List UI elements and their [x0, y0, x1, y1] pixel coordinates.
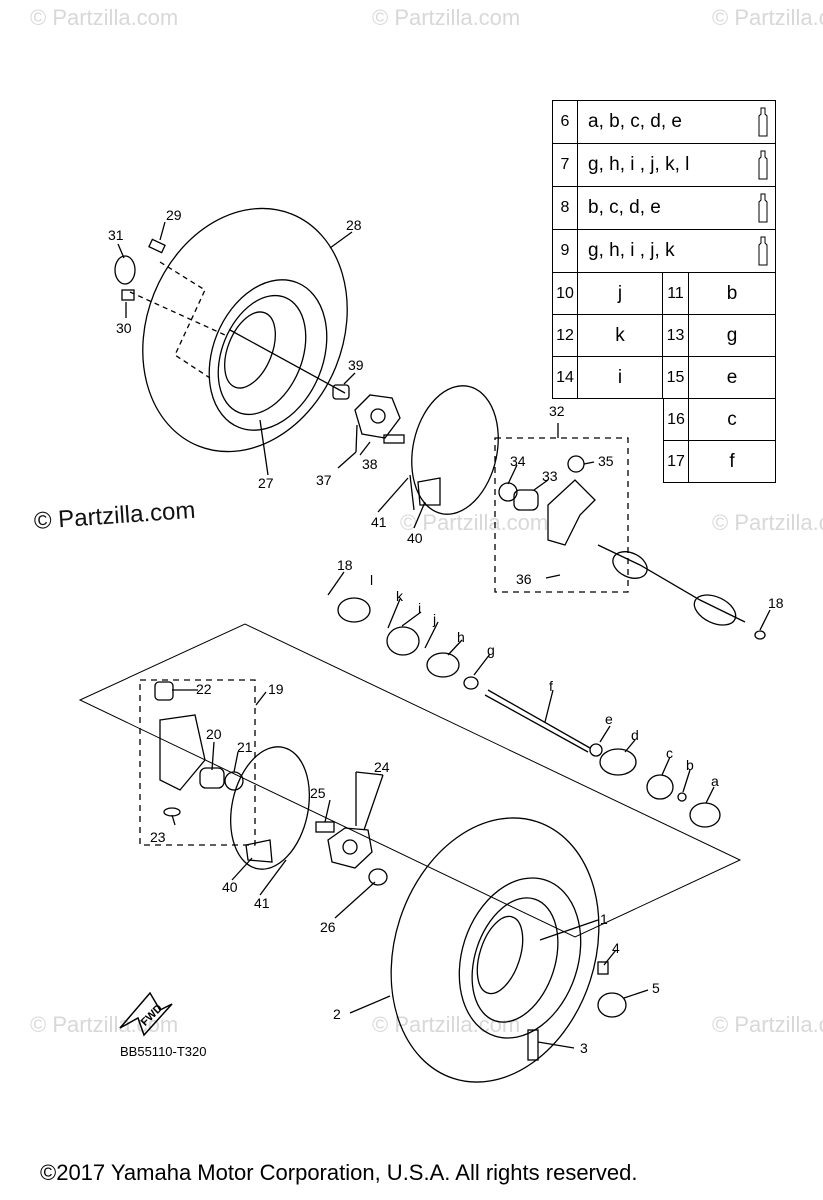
callout-b: b [686, 757, 694, 773]
callout-j: j [432, 611, 436, 627]
callout-40: 40 [222, 879, 238, 895]
callout-33: 33 [542, 468, 558, 484]
part-number: 15 [663, 356, 689, 399]
callout-25: 25 [310, 785, 326, 801]
callout-40: 40 [407, 530, 423, 546]
callout-26: 26 [320, 919, 336, 935]
kit-contents: g, h, i , j, k [578, 229, 776, 273]
kit-contents: a, b, c, d, e [578, 100, 776, 144]
callout-18: 18 [337, 557, 353, 573]
part-letter: k [578, 314, 663, 357]
grease-tube-icon [758, 107, 768, 266]
callout-23: 23 [150, 829, 166, 845]
kit-contents: b, c, d, e [578, 186, 776, 230]
callout-f: f [549, 678, 553, 694]
watermark: © Partzilla.com [30, 5, 179, 30]
watermark: © Partzilla.com [400, 510, 549, 535]
part-letter: g [689, 314, 776, 357]
part-number: 14 [552, 356, 578, 399]
callout-2: 2 [333, 1006, 341, 1022]
callout-32: 32 [549, 403, 565, 419]
callout-d: d [631, 727, 639, 743]
callout-3: 3 [580, 1040, 588, 1056]
part-letter: c [689, 398, 776, 441]
part-letter: i [578, 356, 663, 399]
callout-22: 22 [196, 681, 212, 697]
callout-29: 29 [166, 207, 182, 223]
kit-number: 9 [552, 229, 578, 273]
upper-tire [142, 207, 348, 453]
callout-27: 27 [258, 475, 274, 491]
watermark: © Partzilla.com [712, 1012, 823, 1037]
figure-code: BB55110-T320 [120, 1044, 207, 1059]
callout-38: 38 [362, 456, 378, 472]
callout-35: 35 [598, 453, 614, 469]
callout-30: 30 [116, 320, 132, 336]
callout-e: e [605, 711, 613, 727]
upper-brake-disc [411, 385, 499, 515]
watermark: © Partzilla.com [372, 5, 521, 30]
watermark: © Partzilla.com [712, 5, 823, 30]
part-number: 13 [663, 314, 689, 357]
callout-g: g [487, 642, 495, 658]
part-letter: f [689, 440, 776, 483]
callout-h: h [457, 629, 465, 645]
callout-41: 41 [254, 895, 270, 911]
part-letter: b [689, 272, 776, 315]
callout-i: i [418, 600, 421, 616]
callout-34: 34 [510, 453, 526, 469]
callout-18: 18 [768, 595, 784, 611]
callout-28: 28 [346, 217, 362, 233]
part-number: 10 [552, 272, 578, 315]
callout-24: 24 [374, 759, 390, 775]
copyright-notice: ©2017 Yamaha Motor Corporation, U.S.A. A… [40, 1160, 638, 1185]
kit-number: 6 [552, 100, 578, 144]
watermark: © Partzilla.com [712, 510, 823, 535]
part-letter: j [578, 272, 663, 315]
kit-number: 8 [552, 186, 578, 230]
callout-a: a [711, 773, 719, 789]
callout-39: 39 [348, 357, 364, 373]
callout-5: 5 [652, 980, 660, 996]
part-number: 17 [663, 440, 689, 483]
callout-1: 1 [600, 911, 608, 927]
callout-37: 37 [316, 472, 332, 488]
callout-4: 4 [612, 940, 620, 956]
kit-number: 7 [552, 143, 578, 187]
callout-20: 20 [206, 726, 222, 742]
part-number: 16 [663, 398, 689, 441]
callout-l: l [370, 572, 373, 588]
part-number: 12 [552, 314, 578, 357]
lower-brake-disc [230, 746, 310, 870]
lower-tire [390, 817, 600, 1083]
part-letter: e [689, 356, 776, 399]
callout-c: c [666, 745, 673, 761]
kit-contents: g, h, i , j, k, l [578, 143, 776, 187]
callout-21: 21 [237, 739, 253, 755]
callout-31: 31 [108, 227, 124, 243]
callout-36: 36 [516, 571, 532, 587]
callout-19: 19 [268, 681, 284, 697]
part-number: 11 [663, 272, 689, 315]
callout-k: k [396, 588, 404, 604]
callout-41: 41 [371, 514, 387, 530]
